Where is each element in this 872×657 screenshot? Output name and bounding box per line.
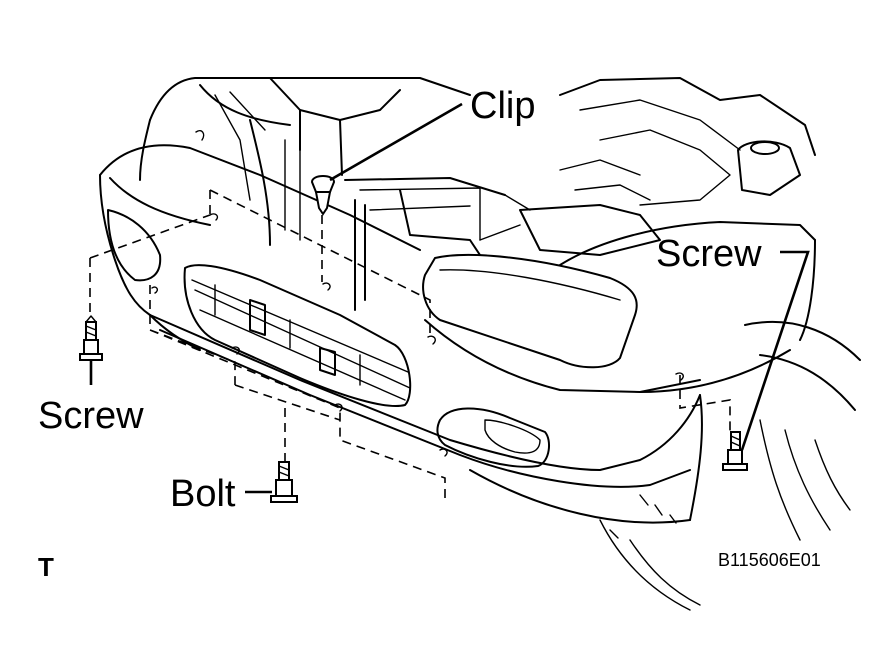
screw-right-fastener (722, 431, 748, 471)
bumper-cover (99, 144, 791, 524)
headlamp (422, 253, 638, 369)
engine-bay (139, 77, 816, 341)
figure-code: B115606E01 (718, 550, 821, 570)
clip-fastener (310, 175, 336, 216)
fastener-locators (89, 130, 731, 500)
leader-lines (89, 102, 810, 494)
lower-grille (183, 264, 412, 407)
bolt-label: Bolt (170, 473, 236, 515)
corner-marker: T (38, 552, 54, 582)
screw-left-label: Screw (38, 395, 144, 437)
screw-right-label: Screw (656, 233, 762, 275)
bolt-fastener (270, 461, 298, 503)
clip-label: Clip (470, 85, 535, 127)
screw-left-fastener (79, 315, 103, 361)
